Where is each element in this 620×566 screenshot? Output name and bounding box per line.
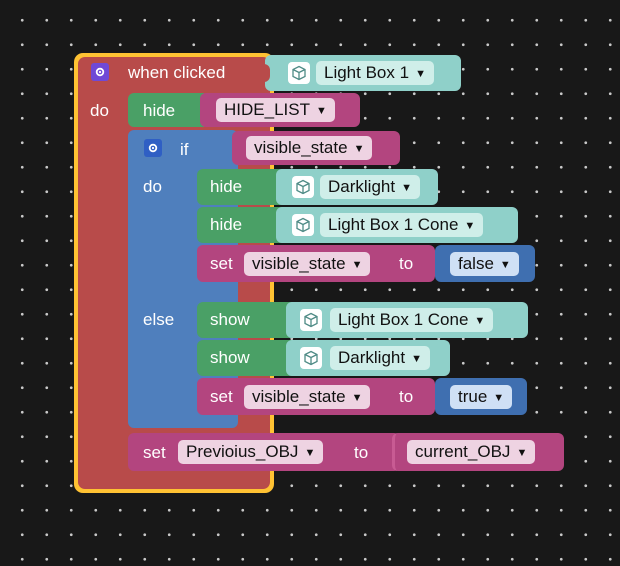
else-action-2-block[interactable] bbox=[197, 340, 295, 376]
else-action-1-dropdown[interactable]: Light Box 1 Cone ▼ bbox=[330, 308, 494, 332]
hide-list-dropdown[interactable]: HIDE_LIST ▼ bbox=[216, 98, 335, 122]
then-set-bool-dropdown[interactable]: false ▼ bbox=[450, 252, 519, 276]
gear-icon[interactable] bbox=[91, 63, 109, 81]
else-set-bool-value: true bbox=[458, 387, 488, 406]
else-action-1-block[interactable] bbox=[197, 302, 295, 338]
event-target-dropdown[interactable]: Light Box 1 ▼ bbox=[316, 61, 434, 85]
then-action-2-verb: hide bbox=[210, 215, 243, 234]
event-target-notch bbox=[262, 64, 270, 82]
cube-icon bbox=[288, 62, 310, 84]
final-set-label: set bbox=[143, 443, 166, 462]
event-target-value: Light Box 1 bbox=[324, 63, 410, 82]
event-do-label: do bbox=[90, 101, 109, 120]
cube-icon bbox=[300, 309, 322, 331]
hide-list-block[interactable] bbox=[128, 93, 204, 127]
caret-down-icon: ▼ bbox=[351, 259, 363, 271]
event-when-clicked-label: when clicked bbox=[128, 63, 226, 82]
then-set-label: set bbox=[210, 254, 233, 273]
caret-down-icon: ▼ bbox=[304, 447, 316, 459]
else-set-to-label: to bbox=[399, 387, 414, 406]
if-label: if bbox=[180, 140, 189, 159]
caret-down-icon: ▼ bbox=[353, 143, 365, 155]
if-condition-dropdown[interactable]: visible_state ▼ bbox=[246, 136, 373, 160]
then-action-1-block[interactable] bbox=[197, 169, 285, 205]
final-set-value-dropdown[interactable]: current_OBJ ▼ bbox=[407, 440, 536, 464]
then-set-to-label: to bbox=[399, 254, 414, 273]
then-action-1-verb: hide bbox=[210, 177, 243, 196]
caret-down-icon: ▼ bbox=[351, 392, 363, 404]
hide-list-verb: hide bbox=[143, 101, 176, 120]
final-set-value: current_OBJ bbox=[415, 442, 511, 461]
caret-down-icon: ▼ bbox=[474, 315, 486, 327]
then-set-bool-value: false bbox=[458, 254, 494, 273]
cube-icon bbox=[292, 214, 314, 236]
caret-down-icon: ▼ bbox=[401, 182, 412, 194]
else-set-bool-dropdown[interactable]: true ▼ bbox=[450, 385, 513, 409]
then-set-variable-dropdown[interactable]: visible_state ▼ bbox=[244, 252, 371, 276]
else-action-1-verb: show bbox=[210, 310, 250, 329]
if-else-label: else bbox=[143, 310, 175, 329]
final-set-variable-value: Previoius_OBJ bbox=[186, 442, 299, 461]
then-action-1-value: Darklight bbox=[328, 177, 396, 196]
caret-down-icon: ▼ bbox=[411, 353, 422, 365]
then-set-variable-value: visible_state bbox=[252, 254, 346, 273]
final-set-to-label: to bbox=[354, 443, 369, 462]
caret-down-icon: ▼ bbox=[516, 447, 528, 459]
if-do-label: do bbox=[143, 177, 162, 196]
caret-down-icon: ▼ bbox=[493, 392, 505, 404]
gear-icon[interactable] bbox=[144, 139, 162, 157]
hide-list-value: HIDE_LIST bbox=[224, 100, 310, 119]
caret-down-icon: ▼ bbox=[315, 105, 327, 117]
then-action-2-value: Light Box 1 Cone bbox=[328, 215, 459, 234]
then-action-1-dropdown[interactable]: Darklight ▼ bbox=[320, 175, 420, 199]
caret-down-icon: ▼ bbox=[464, 220, 476, 232]
cube-icon bbox=[300, 347, 322, 369]
else-set-variable-dropdown[interactable]: visible_state ▼ bbox=[244, 385, 371, 409]
else-action-1-value: Light Box 1 Cone bbox=[338, 310, 469, 329]
caret-down-icon: ▼ bbox=[499, 259, 511, 271]
if-condition-value: visible_state bbox=[254, 138, 348, 157]
final-set-variable-dropdown[interactable]: Previoius_OBJ ▼ bbox=[178, 440, 324, 464]
cube-icon bbox=[292, 176, 314, 198]
else-action-2-dropdown[interactable]: Darklight ▼ bbox=[330, 346, 430, 370]
else-action-2-verb: show bbox=[210, 348, 250, 367]
else-action-2-value: Darklight bbox=[338, 348, 406, 367]
else-set-label: set bbox=[210, 387, 233, 406]
else-set-variable-value: visible_state bbox=[252, 387, 346, 406]
caret-down-icon: ▼ bbox=[415, 68, 426, 80]
then-action-2-block[interactable] bbox=[197, 207, 285, 243]
then-action-2-dropdown[interactable]: Light Box 1 Cone ▼ bbox=[320, 213, 484, 237]
